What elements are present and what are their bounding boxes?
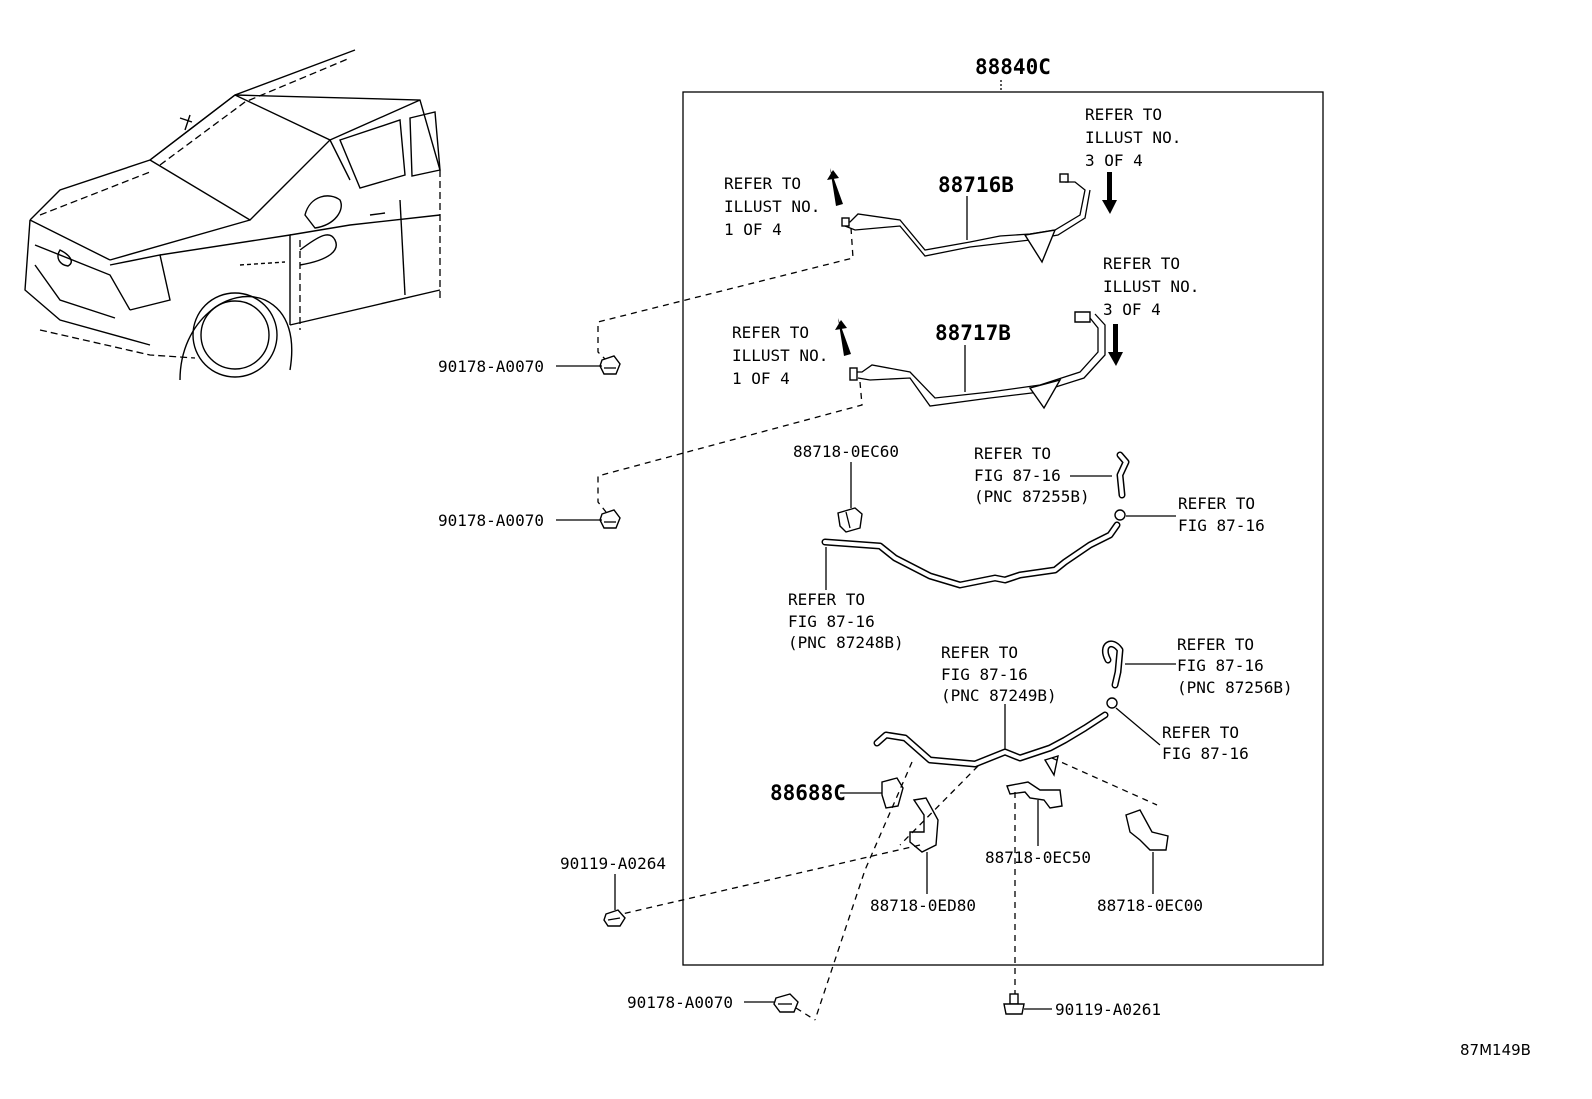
svg-text:(PNC 87256B): (PNC 87256B) [1177,678,1293,697]
assembly-number-88840C: 88840C [975,55,1051,79]
svg-text:REFER TO: REFER TO [724,174,801,193]
wire-harness-88717B [849,311,1106,410]
reference-note-r3: REFER TO ILLUST NO. 1 OF 4 [732,323,828,388]
svg-text:3 OF 4: 3 OF 4 [1085,151,1143,170]
svg-text:1 OF 4: 1 OF 4 [724,220,782,239]
svg-text:FIG 87-16: FIG 87-16 [788,612,875,631]
arrow-down-icon [1102,172,1117,214]
clip-icon [599,355,621,375]
svg-text:FIG 87-16: FIG 87-16 [1162,744,1249,763]
reference-note-r5: REFER TO FIG 87-16 (PNC 87255B) [974,444,1090,506]
svg-text:REFER TO: REFER TO [974,444,1051,463]
hose-clamp-icon [1114,509,1126,521]
hose-87256B [1101,640,1124,689]
bracket-88718-0EC50 [1006,754,1063,809]
clip-icon [599,509,621,529]
svg-text:ILLUST NO.: ILLUST NO. [1085,128,1181,147]
svg-text:1 OF 4: 1 OF 4 [732,369,790,388]
svg-text:REFER TO: REFER TO [1085,105,1162,124]
svg-text:FIG 87-16: FIG 87-16 [1177,656,1264,675]
part-number-90119-A0261: 90119-A0261 [1055,1000,1161,1019]
svg-text:REFER TO: REFER TO [1177,635,1254,654]
part-number-88718-0EC00: 88718-0EC00 [1097,896,1203,915]
part-number-90178-A0070-c: 90178-A0070 [627,993,733,1012]
part-number-90178-A0070-a: 90178-A0070 [438,357,544,376]
bracket-88718-0ED80 [909,797,939,853]
part-number-88716B: 88716B [938,173,1014,197]
reference-note-r6: REFER TO FIG 87-16 [1178,494,1265,535]
clip-icon [773,993,799,1013]
svg-text:ILLUST NO.: ILLUST NO. [1103,277,1199,296]
vehicle-locator-illustration [24,49,441,381]
svg-text:3 OF 4: 3 OF 4 [1103,300,1161,319]
hose-clamp-icon [1106,697,1118,709]
part-number-88718-0ED80: 88718-0ED80 [870,896,976,915]
wire-harness-88716B [841,173,1091,264]
bracket-88718-0EC60 [837,507,863,533]
svg-text:ILLUST NO.: ILLUST NO. [732,346,828,365]
reference-note-r10: REFER TO FIG 87-16 [1162,723,1249,763]
part-number-90178-A0070-b: 90178-A0070 [438,511,544,530]
coolant-pipe-lower [873,711,1109,768]
svg-text:REFER TO: REFER TO [941,643,1018,662]
svg-text:(PNC 87249B): (PNC 87249B) [941,686,1057,705]
svg-text:ILLUST NO.: ILLUST NO. [724,197,820,216]
assembly-frame: 88840C [682,55,1324,966]
svg-text:FIG 87-16: FIG 87-16 [974,466,1061,485]
svg-text:REFER TO: REFER TO [732,323,809,342]
svg-text:(PNC 87248B): (PNC 87248B) [788,633,904,652]
reference-note-r2: REFER TO ILLUST NO. 3 OF 4 [1085,105,1181,170]
svg-text:REFER TO: REFER TO [1162,723,1239,742]
illustration-code: 87M149B [1460,1041,1531,1059]
reference-note-r7: REFER TO FIG 87-16 (PNC 87248B) [788,590,904,652]
coolant-pipe-upper [821,521,1121,589]
svg-text:REFER TO: REFER TO [1178,494,1255,513]
bolt-icon [603,909,626,927]
part-number-88717B: 88717B [935,321,1011,345]
part-number-88688C: 88688C [770,781,846,805]
svg-text:FIG 87-16: FIG 87-16 [1178,516,1265,535]
bolt-icon [1003,993,1025,1015]
svg-text:FIG 87-16: FIG 87-16 [941,665,1028,684]
arrow-up-icon [835,318,851,356]
arrow-down-icon [1108,324,1123,366]
part-number-88718-0EC50: 88718-0EC50 [985,848,1091,867]
svg-text:REFER TO: REFER TO [788,590,865,609]
arrow-up-icon [827,168,843,206]
svg-text:(PNC 87255B): (PNC 87255B) [974,487,1090,506]
bracket-88718-0EC00 [1125,809,1169,851]
reference-note-r8: REFER TO FIG 87-16 (PNC 87249B) [941,643,1057,705]
bracket-88688C [881,777,904,809]
part-number-88718-0EC60: 88718-0EC60 [793,442,899,461]
hose-87255B [1116,451,1130,499]
reference-note-r9: REFER TO FIG 87-16 (PNC 87256B) [1177,635,1293,697]
reference-note-r4: REFER TO ILLUST NO. 3 OF 4 [1103,254,1199,319]
part-number-90119-A0264: 90119-A0264 [560,854,666,873]
svg-text:REFER TO: REFER TO [1103,254,1180,273]
reference-note-r1: REFER TO ILLUST NO. 1 OF 4 [724,174,820,239]
